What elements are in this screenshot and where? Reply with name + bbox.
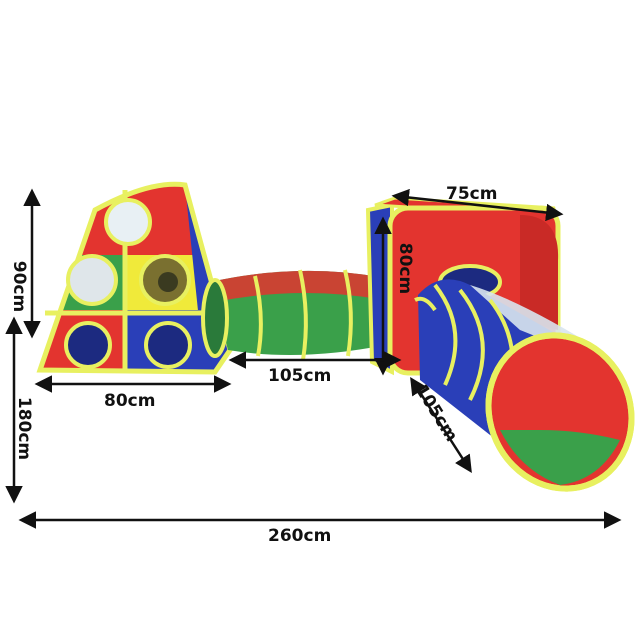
label-cube-width: 75cm	[446, 184, 498, 204]
dimension-arrows	[5, 188, 622, 529]
tunnel-green	[201, 269, 385, 361]
arrow-cube-width	[391, 188, 564, 222]
label-pyramid-width: 80cm	[104, 391, 156, 411]
arrow-tunnel2-length	[410, 377, 472, 473]
label-tunnel-length: 105cm	[268, 366, 332, 386]
pyramid-tent	[36, 181, 233, 375]
label-cube-height: 80cm	[395, 242, 416, 295]
label-total-width: 260cm	[268, 526, 332, 546]
tunnel-blue	[414, 279, 635, 492]
label-total-depth: 180cm	[14, 396, 35, 461]
label-pyramid-height: 90cm	[9, 260, 30, 313]
